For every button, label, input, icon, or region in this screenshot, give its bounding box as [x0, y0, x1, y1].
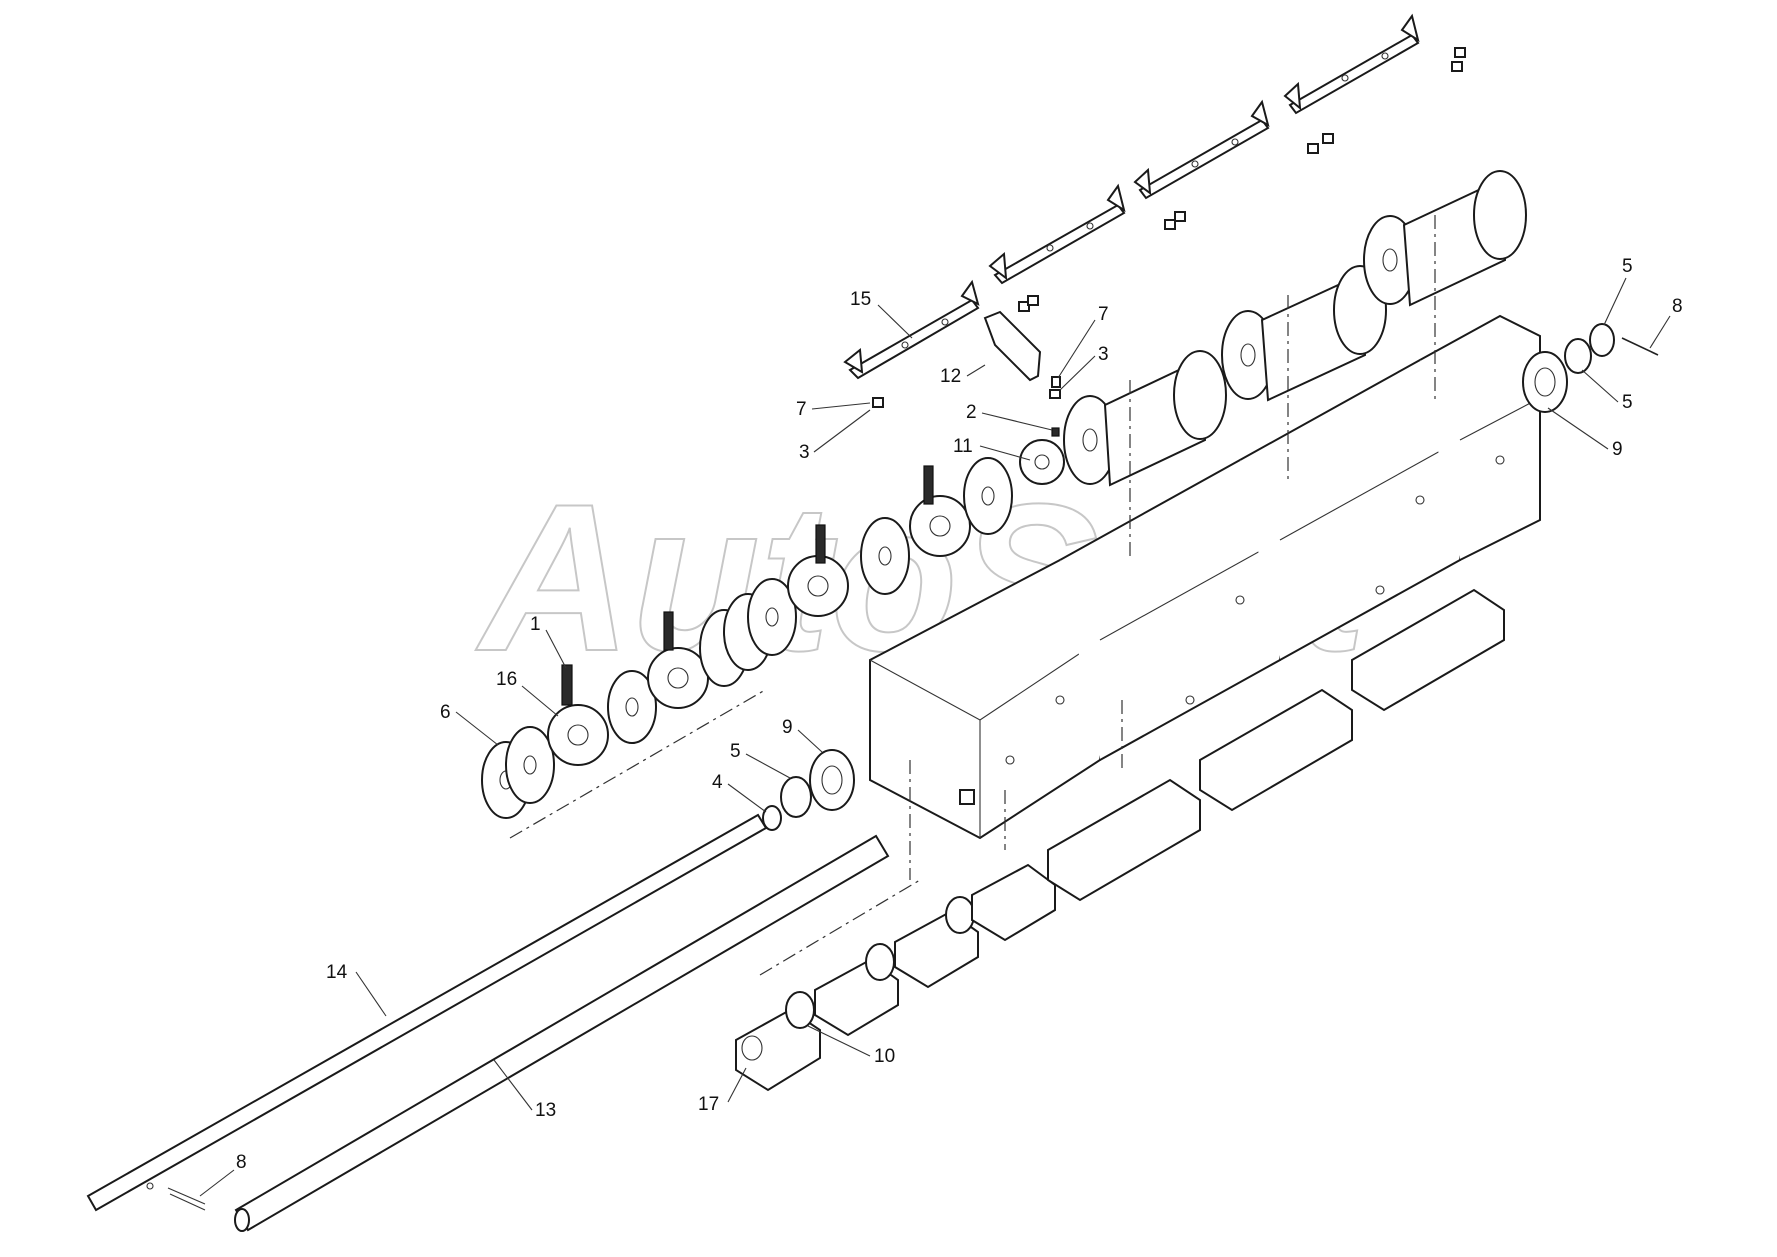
- callout-10: 10: [807, 1025, 895, 1067]
- svg-text:12: 12: [940, 366, 961, 387]
- shaft-13: [234, 834, 890, 1232]
- svg-text:15: 15: [850, 289, 871, 310]
- small-bolt: [1051, 427, 1060, 437]
- callout-3-left: 3: [799, 409, 871, 463]
- rotor-disc-group-3: [1363, 170, 1527, 307]
- svg-text:1: 1: [530, 614, 541, 635]
- svg-text:7: 7: [796, 399, 807, 420]
- bearing-blocks: [735, 588, 1505, 1092]
- callout-7-left: 7: [796, 399, 871, 420]
- callout-5-top: 5: [1603, 256, 1633, 326]
- callout-13: 13: [493, 1059, 556, 1121]
- nut: [1049, 389, 1061, 399]
- callout-16: 16: [496, 669, 559, 717]
- housing-blocks: [869, 314, 1541, 840]
- rotor-assembly: [481, 170, 1527, 819]
- svg-text:13: 13: [535, 1100, 556, 1121]
- svg-text:16: 16: [496, 669, 517, 690]
- callout-7-right: 7: [1057, 304, 1109, 379]
- svg-text:5: 5: [1622, 256, 1633, 277]
- bracket-bar-3: [1133, 99, 1270, 200]
- callout-8-bottom: 8: [199, 1152, 247, 1197]
- cotter-pin: [167, 1187, 206, 1211]
- callout-12: 12: [940, 364, 986, 387]
- callout-4: 4: [712, 772, 767, 813]
- svg-text:5: 5: [730, 741, 741, 762]
- svg-text:5: 5: [1622, 392, 1633, 413]
- svg-text:11: 11: [953, 436, 973, 457]
- bracket-bar-4: [1283, 13, 1420, 115]
- bearing-left: [762, 749, 855, 831]
- spring: [561, 664, 573, 706]
- callout-9-right: 9: [1547, 407, 1623, 460]
- svg-text:17: 17: [698, 1094, 719, 1115]
- svg-text:3: 3: [799, 442, 810, 463]
- clamp-plate: [983, 310, 1042, 382]
- star-sprocket: [547, 704, 609, 766]
- svg-text:4: 4: [712, 772, 723, 793]
- nut: [872, 397, 884, 408]
- svg-text:2: 2: [966, 402, 977, 423]
- svg-text:10: 10: [874, 1046, 895, 1067]
- callout-6: 6: [440, 702, 499, 746]
- bracket-bar-2: [988, 183, 1126, 285]
- callout-17: 17: [698, 1067, 747, 1115]
- callouts: 15 12 7 3 7 3 2 11: [199, 256, 1683, 1197]
- svg-text:8: 8: [1672, 296, 1683, 317]
- svg-text:3: 3: [1098, 344, 1109, 365]
- rotor-disc-group-1: [1063, 350, 1227, 487]
- shaft-14: [86, 813, 768, 1212]
- bearing-right: [1522, 323, 1659, 413]
- svg-text:9: 9: [782, 717, 793, 738]
- bracket-bars: [843, 13, 1466, 408]
- svg-text:14: 14: [326, 962, 348, 983]
- callout-11: 11: [953, 436, 1031, 461]
- svg-text:7: 7: [1098, 304, 1109, 325]
- callout-8-top: 8: [1649, 296, 1683, 349]
- callout-3-right: 3: [1059, 344, 1109, 391]
- callout-5-left: 5: [730, 741, 791, 779]
- rotor-disc-group-2: [1221, 265, 1387, 402]
- callout-2: 2: [966, 402, 1053, 431]
- callout-14: 14: [326, 962, 387, 1017]
- svg-text:8: 8: [236, 1152, 247, 1173]
- svg-text:9: 9: [1612, 439, 1623, 460]
- callout-5-right: 5: [1581, 369, 1633, 413]
- callout-1: 1: [530, 614, 567, 669]
- bracket-bar-1: [843, 279, 980, 380]
- svg-text:6: 6: [440, 702, 451, 723]
- callout-9-left: 9: [782, 717, 823, 753]
- callout-15-top: 15: [850, 289, 913, 339]
